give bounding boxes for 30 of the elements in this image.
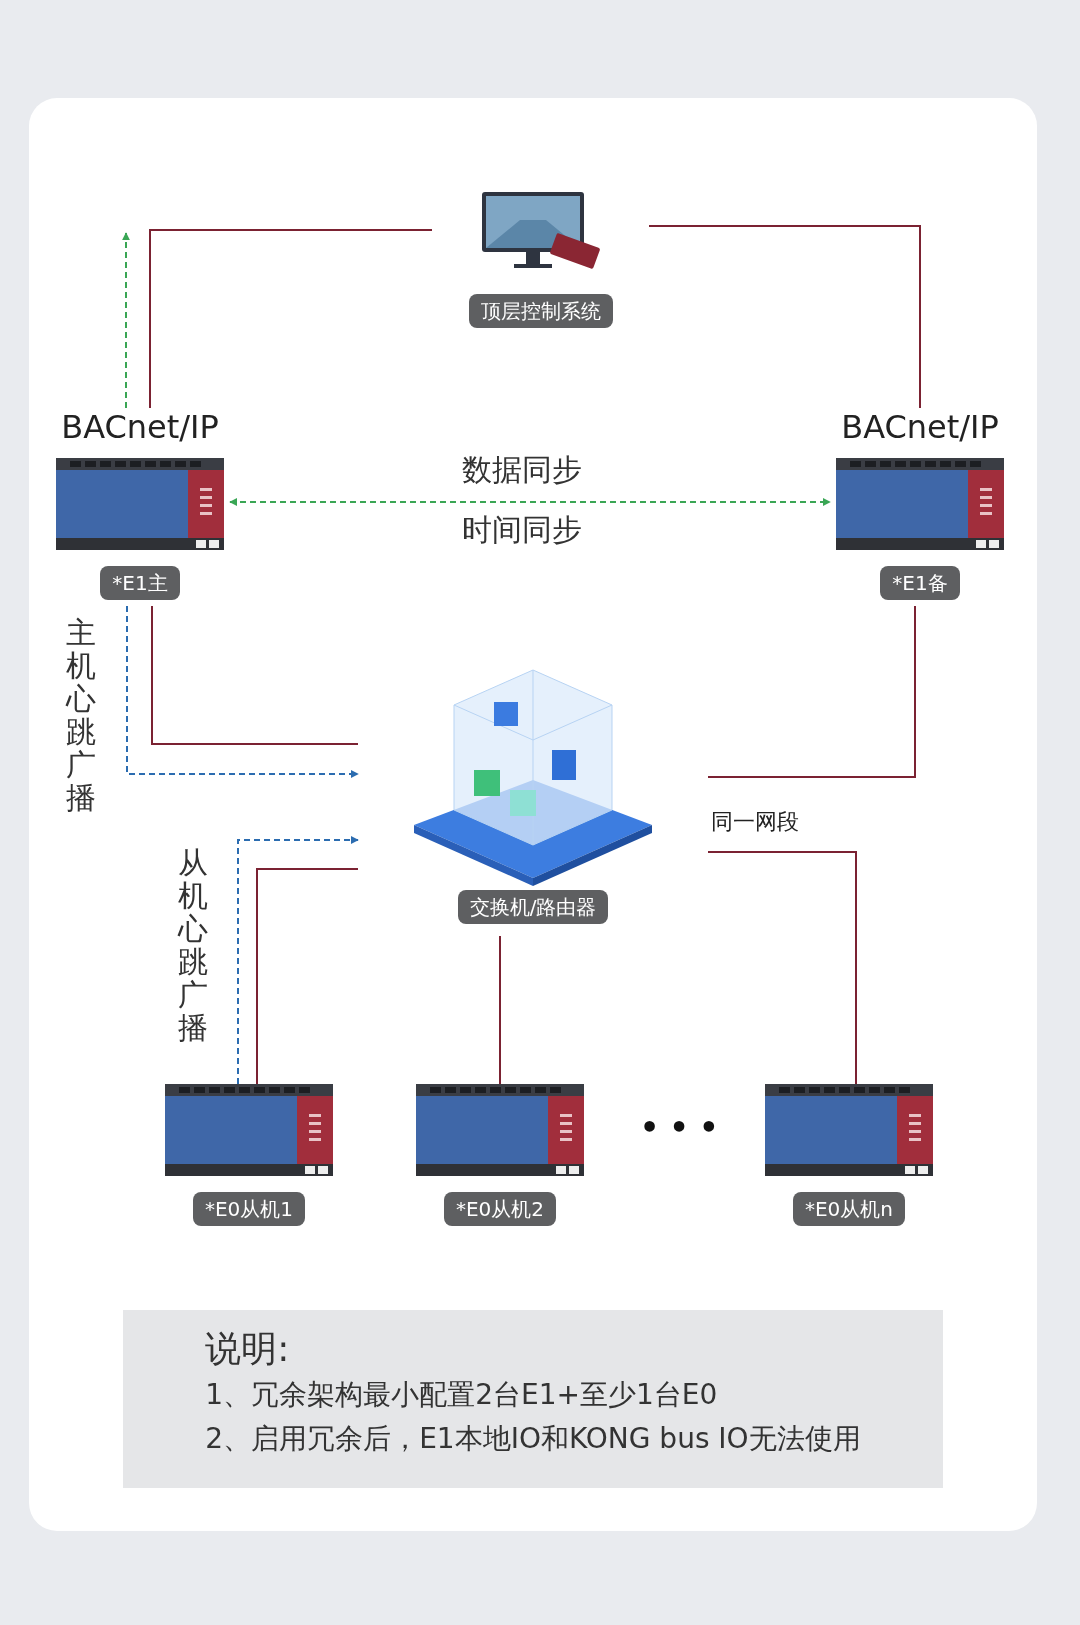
note-line: 1、冗余架构最小配置2台E1+至少1台E0 (205, 1377, 719, 1413)
protocol-label: BACnet/IP (61, 408, 219, 446)
connector-line (648, 225, 921, 409)
connector-line (707, 851, 857, 1085)
arrow (126, 605, 359, 778)
note-line: 2、启用冗余后，E1本地IO和KONG bus IO无法使用 (205, 1421, 861, 1457)
device-name-tag: *E1备 (880, 566, 960, 600)
edge-label: 主机心跳广播 (66, 616, 96, 814)
connector-line (707, 605, 916, 778)
edge-label: 从机心跳广播 (178, 846, 208, 1044)
arrow (237, 836, 359, 1085)
arrow (229, 498, 831, 506)
note-panel (123, 1310, 943, 1488)
text-label: 同一网段 (711, 808, 799, 836)
text-label: 时间同步 (462, 512, 582, 548)
device-name-tag: *E0从机n (792, 1192, 905, 1226)
connector-line (499, 935, 501, 1085)
arrow (122, 232, 130, 409)
edge-label: 数据同步 (462, 452, 582, 488)
device-name-tag: 交换机/路由器 (457, 890, 609, 924)
device-name-tag: 顶层控制系统 (468, 294, 613, 328)
device-name-tag: *E1主 (100, 566, 180, 600)
note-heading: 说明: (205, 1330, 291, 1368)
connector-line (151, 605, 359, 745)
device-name-tag: *E0从机1 (192, 1192, 306, 1226)
ellipsis-mark: • • • (640, 1110, 719, 1146)
connector-line (149, 229, 433, 409)
connector-line (256, 868, 359, 1085)
device-name-tag: *E0从机2 (443, 1192, 557, 1226)
protocol-label: BACnet/IP (841, 408, 999, 446)
